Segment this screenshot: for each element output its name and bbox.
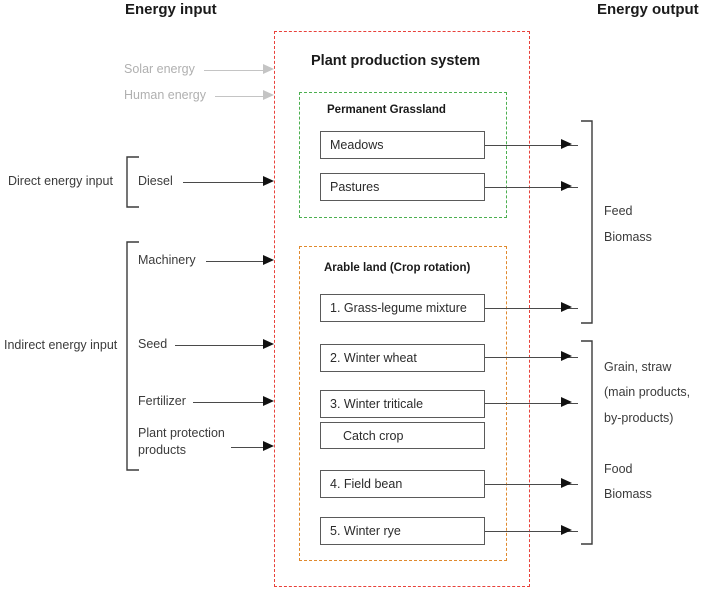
arrowhead-human-energy <box>263 90 274 100</box>
arrowhead-pastures-output <box>561 181 572 191</box>
bracket-indirect-energy-input <box>126 241 139 471</box>
connector-winter-triticale-output <box>485 403 578 404</box>
input-group-label-direct: Direct energy input <box>8 174 113 188</box>
connector-pastures-output <box>485 187 578 188</box>
arrowhead-winter-rye-output <box>561 525 572 535</box>
crop-box-winter-rye[interactable]: 5. Winter rye <box>320 517 485 545</box>
connector-solar-energy <box>204 70 268 71</box>
connector-human-energy <box>215 96 268 97</box>
plant-production-system-title: Plant production system <box>311 53 481 69</box>
output-label-food-biomass: Biomass <box>604 487 652 501</box>
crop-box-meadows[interactable]: Meadows <box>320 131 485 159</box>
connector-seed <box>175 345 268 346</box>
arrowhead-grass-legume-output <box>561 302 572 312</box>
output-label-food: Food <box>604 462 633 476</box>
arable-land-title: Arable land (Crop rotation) <box>324 262 471 274</box>
crop-box-catch-crop[interactable]: Catch crop <box>320 422 485 449</box>
connector-winter-wheat-output <box>485 357 578 358</box>
input-label-seed: Seed <box>138 337 168 351</box>
crop-box-meadows-label: Meadows <box>330 138 384 152</box>
crop-box-field-bean[interactable]: 4. Field bean <box>320 470 485 498</box>
arrowhead-machinery <box>263 255 274 265</box>
crop-box-winter-wheat[interactable]: 2. Winter wheat <box>320 344 485 372</box>
permanent-grassland-boundary <box>299 92 507 218</box>
input-group-label-indirect: Indirect energy input <box>4 338 118 352</box>
connector-plant-protection <box>231 447 268 448</box>
crop-box-pastures[interactable]: Pastures <box>320 173 485 201</box>
arrowhead-winter-triticale-output <box>561 397 572 407</box>
crop-box-winter-rye-label: 5. Winter rye <box>330 524 401 538</box>
output-label-by-products: by-products) <box>604 411 674 425</box>
arrowhead-plant-protection <box>263 441 274 451</box>
energy-input-header: Energy input <box>125 1 217 18</box>
connector-diesel <box>183 182 268 183</box>
arrowhead-diesel <box>263 176 274 186</box>
connector-fertilizer <box>193 402 268 403</box>
crop-box-grass-legume-mixture[interactable]: 1. Grass-legume mixture <box>320 294 485 322</box>
output-label-grain-straw: Grain, straw <box>604 360 672 374</box>
bracket-feed-biomass <box>581 120 593 324</box>
arrowhead-solar-energy <box>263 64 274 74</box>
input-label-plant-protection-line2: products <box>138 443 186 457</box>
plant-production-system-boundary <box>274 31 530 587</box>
connector-meadows-output <box>485 145 578 146</box>
input-label-human-energy: Human energy <box>124 88 206 102</box>
output-label-main-products: (main products, <box>604 385 691 399</box>
crop-box-catch-crop-label: Catch crop <box>343 428 404 443</box>
bracket-direct-energy-input <box>126 156 139 208</box>
output-label-feed: Feed <box>604 204 633 218</box>
connector-grass-legume-output <box>485 308 578 309</box>
crop-box-winter-triticale[interactable]: 3. Winter triticale <box>320 390 485 418</box>
arrowhead-seed <box>263 339 274 349</box>
arrowhead-winter-wheat-output <box>561 351 572 361</box>
connector-winter-rye-output <box>485 531 578 532</box>
crop-box-winter-wheat-label: 2. Winter wheat <box>330 351 417 365</box>
input-label-fertilizer: Fertilizer <box>138 394 186 408</box>
crop-box-pastures-label: Pastures <box>330 180 380 194</box>
input-label-diesel: Diesel <box>138 174 173 188</box>
crop-box-grass-legume-mixture-label: 1. Grass-legume mixture <box>330 301 467 315</box>
crop-box-winter-triticale-label: 3. Winter triticale <box>330 397 424 411</box>
connector-machinery <box>206 261 268 262</box>
bracket-grain-food <box>581 340 593 545</box>
input-label-plant-protection-line1: Plant protection <box>138 426 225 440</box>
arrowhead-field-bean-output <box>561 478 572 488</box>
input-label-solar-energy: Solar energy <box>124 62 195 76</box>
connector-field-bean-output <box>485 484 578 485</box>
arrowhead-meadows-output <box>561 139 572 149</box>
energy-output-header: Energy output <box>597 1 699 18</box>
output-label-feed-biomass: Biomass <box>604 230 652 244</box>
crop-box-field-bean-label: 4. Field bean <box>330 477 403 491</box>
input-label-machinery: Machinery <box>138 253 196 267</box>
permanent-grassland-title: Permanent Grassland <box>327 104 446 116</box>
arrowhead-fertilizer <box>263 396 274 406</box>
